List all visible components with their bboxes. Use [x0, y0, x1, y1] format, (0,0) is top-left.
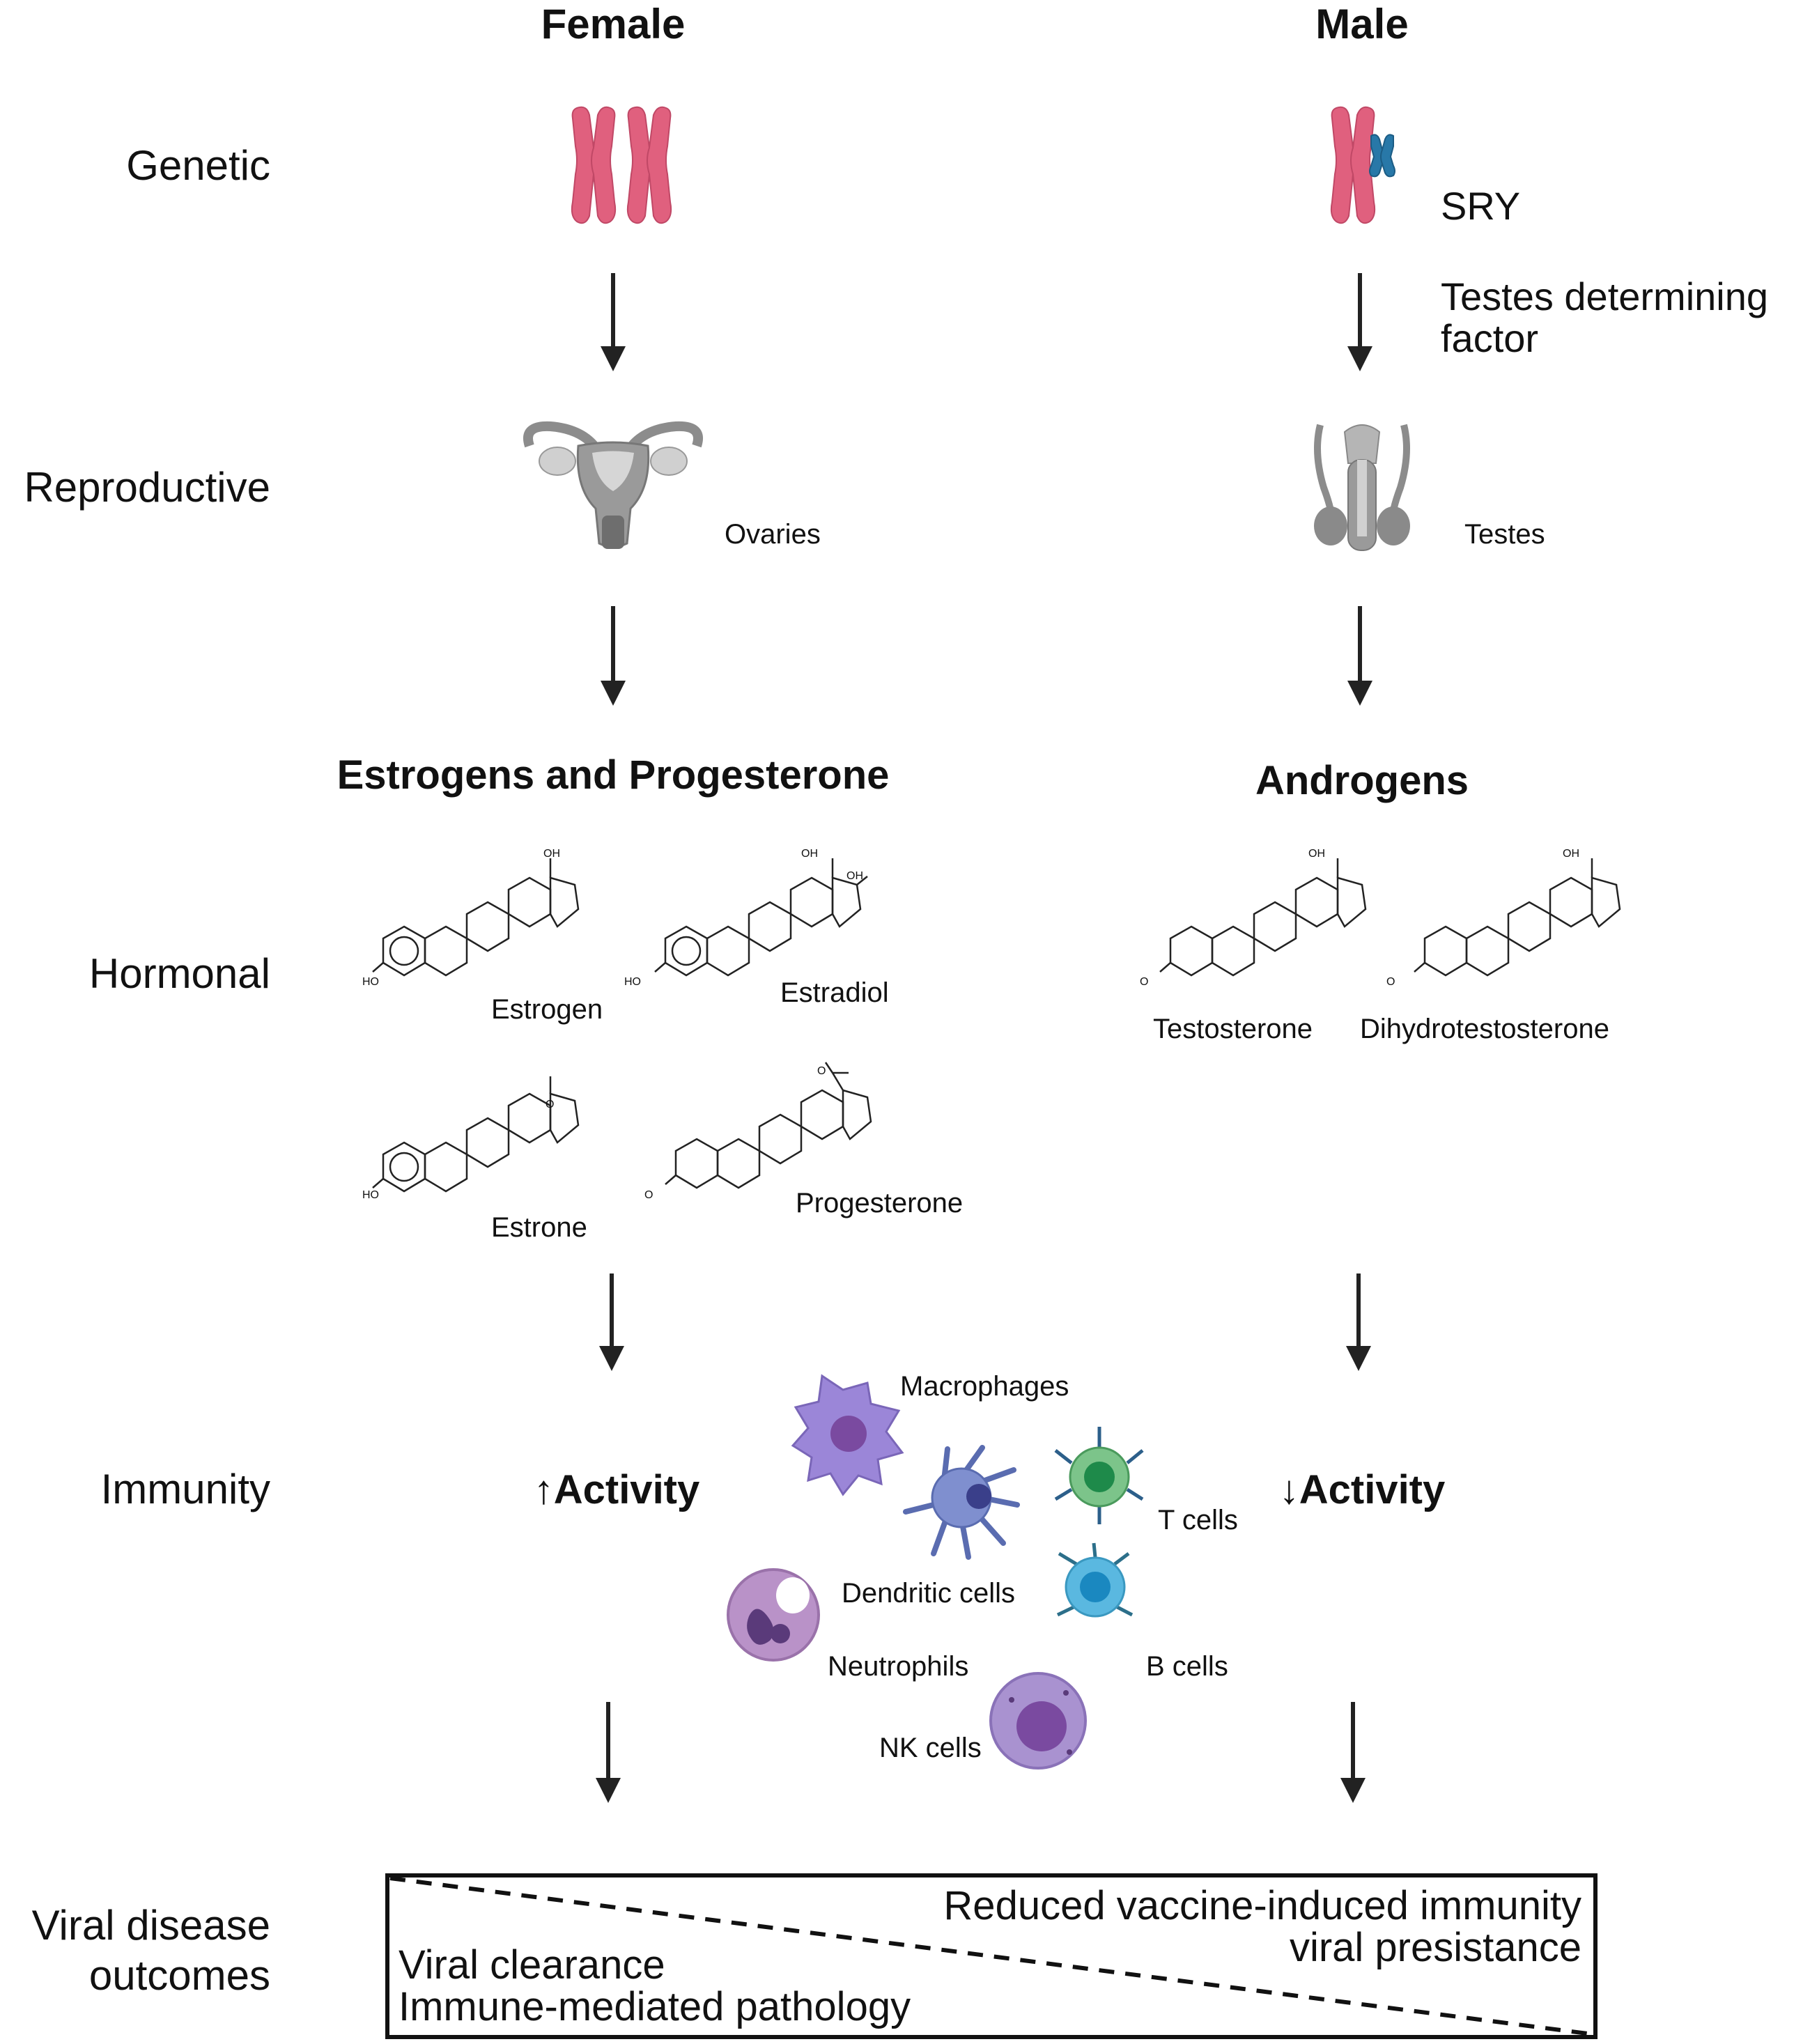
progesterone-o-2: O — [644, 1189, 653, 1201]
estrogen-ho: HO — [362, 976, 379, 988]
row-label-reproductive: Reproductive — [24, 464, 270, 511]
xy-chromosomes-icon — [1330, 106, 1395, 224]
male-outcome-line1: Reduced vaccine-induced immunity — [943, 1883, 1581, 1928]
nk-cells-label: NK cells — [879, 1733, 982, 1763]
outcomes-diagonal — [389, 1876, 1593, 2036]
xx-chromosomes-icon — [571, 106, 672, 224]
estradiol-structure — [654, 858, 868, 977]
progesterone-o-1: O — [817, 1065, 826, 1077]
uterus-icon — [523, 421, 703, 549]
estrogen-oh: OH — [543, 848, 560, 860]
estrone-structure — [372, 1076, 580, 1193]
estrone-o: O — [546, 1099, 554, 1110]
male-column-title: Male — [1315, 1, 1408, 47]
t-cells-label: T cells — [1158, 1505, 1238, 1535]
progesterone-structure — [665, 1062, 872, 1189]
testosterone-o: O — [1140, 976, 1148, 988]
estrone-label: Estrone — [491, 1212, 587, 1243]
estrone-ho: HO — [362, 1189, 379, 1201]
row-label-viral-line2: outcomes — [89, 1952, 270, 1999]
testosterone-structure — [1159, 858, 1367, 977]
female-outcome-line2: Immune-mediated pathology — [399, 1984, 911, 2029]
estradiol-label: Estradiol — [780, 977, 889, 1008]
macrophage-icon — [791, 1374, 904, 1496]
testosterone-label: Testosterone — [1153, 1014, 1313, 1044]
nk-cell-icon — [989, 1672, 1087, 1770]
dendritic-cell-icon — [903, 1445, 1020, 1560]
b-cell-icon — [1056, 1542, 1134, 1618]
estradiol-ho: HO — [624, 976, 641, 988]
female-outcome-line1: Viral clearance — [399, 1942, 665, 1988]
estradiol-oh-1: OH — [801, 848, 818, 860]
estrogen-label: Estrogen — [491, 994, 603, 1025]
neutrophils-label: Neutrophils — [828, 1651, 968, 1682]
macrophages-label: Macrophages — [900, 1371, 1069, 1402]
testosterone-oh: OH — [1308, 848, 1325, 860]
ovaries-label: Ovaries — [725, 519, 821, 550]
dht-o: O — [1386, 976, 1395, 988]
row-label-immunity: Immunity — [101, 1466, 270, 1512]
outcomes-box — [385, 1873, 1598, 2039]
dht-label: Dihydrotestosterone — [1360, 1014, 1609, 1044]
t-cell-icon — [1054, 1427, 1144, 1524]
female-hormone-heading: Estrogens and Progesterone — [337, 752, 890, 798]
male-outcome-line2: viral presistance — [1290, 1925, 1581, 1970]
estrogen-structure — [372, 858, 580, 977]
neutrophil-icon — [727, 1568, 820, 1662]
dht-oh: OH — [1563, 848, 1579, 860]
male-reproductive-icon — [1314, 424, 1410, 551]
female-activity: ↑Activity — [534, 1467, 700, 1512]
female-column-title: Female — [541, 1, 686, 47]
tdf-label-line2: factor — [1441, 316, 1538, 360]
b-cells-label: B cells — [1146, 1651, 1228, 1682]
row-label-genetic: Genetic — [126, 142, 270, 189]
row-label-viral-line1: Viral disease — [32, 1902, 270, 1949]
progesterone-label: Progesterone — [796, 1188, 963, 1218]
male-hormone-heading: Androgens — [1255, 758, 1469, 803]
dendritic-cells-label: Dendritic cells — [842, 1578, 1015, 1609]
tdf-label-line1: Testes determining — [1441, 274, 1768, 318]
row-label-hormonal: Hormonal — [89, 950, 270, 997]
male-activity: ↓Activity — [1279, 1467, 1446, 1512]
dht-structure — [1414, 858, 1621, 977]
sry-label: SRY — [1441, 184, 1520, 228]
estradiol-oh-2: OH — [846, 870, 863, 882]
testes-label: Testes — [1464, 519, 1545, 550]
